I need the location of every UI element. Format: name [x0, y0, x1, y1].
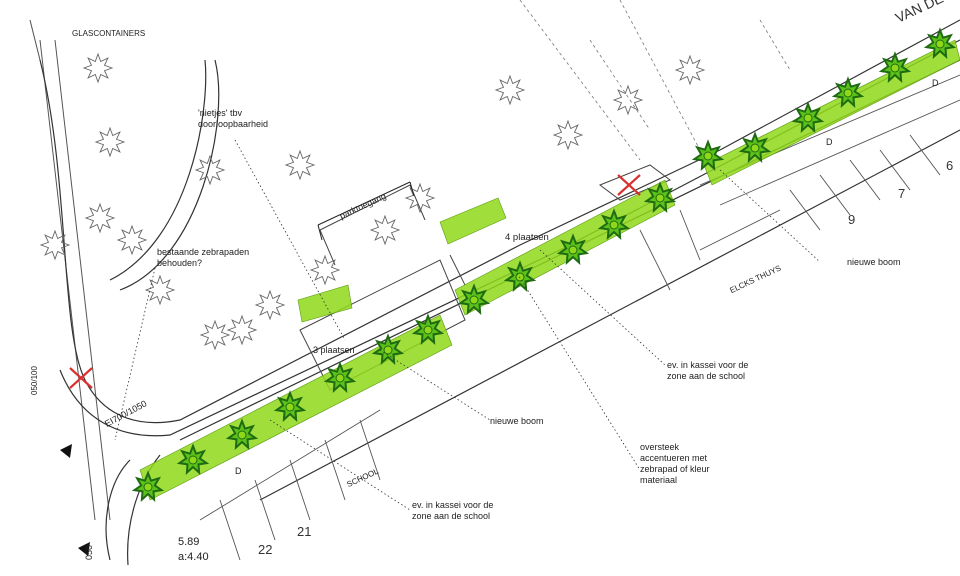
- existing-tree: [39, 229, 71, 261]
- existing-tree: [494, 74, 526, 106]
- existing-tree: [94, 126, 126, 158]
- label-number-6: 6: [946, 158, 954, 173]
- new-tree-center: [655, 193, 665, 203]
- new-tree-center: [609, 220, 619, 230]
- label-nieuwe-boom-right: nieuwe boom: [847, 257, 901, 267]
- new-tree-center: [143, 482, 153, 492]
- existing-tree: [309, 254, 341, 286]
- label-nieuwe-boom-center: nieuwe boom: [490, 416, 544, 426]
- existing-tree: [612, 84, 644, 116]
- parking-bays: [639, 74, 960, 291]
- label-zebrapaden: bestaande zebrapaden behouden?: [157, 247, 250, 268]
- label-code-left: 050/100: [30, 366, 39, 395]
- label-d-1: D: [235, 466, 242, 476]
- existing-tree: [369, 214, 401, 246]
- existing-tree: [144, 274, 176, 306]
- existing-tree: [84, 202, 116, 234]
- leader-lines: [114, 139, 821, 511]
- label-kassei-bottom: ev. in kassei voor de zone aan de school: [412, 500, 494, 521]
- existing-tree: [284, 149, 316, 181]
- new-tree-center: [188, 455, 198, 465]
- new-tree-center: [237, 430, 247, 440]
- label-nietjes: 'nietjes' tbv doorloopbaarheid: [198, 108, 269, 129]
- label-code-bottom: 050: [84, 544, 94, 560]
- direction-arrows: [60, 444, 90, 556]
- tree-markers: [131, 27, 957, 503]
- existing-tree: [404, 182, 436, 214]
- existing-tree: [194, 154, 226, 186]
- new-tree-center: [803, 113, 813, 123]
- new-tree-center: [568, 245, 578, 255]
- existing-tree: [82, 52, 114, 84]
- existing-tree: [552, 119, 584, 151]
- new-tree-center: [890, 63, 900, 73]
- new-tree-center: [423, 325, 433, 335]
- label-measure-1: 5.89: [178, 536, 200, 548]
- new-tree-center: [750, 143, 760, 153]
- school-parking: [199, 409, 381, 561]
- new-tree-center: [515, 272, 525, 282]
- label-3-plaatsen: 3 plaatsen: [313, 345, 355, 355]
- new-tree-center: [383, 345, 393, 355]
- parktoegang-bracket: [317, 181, 415, 241]
- label-number-22: 22: [258, 542, 273, 557]
- label-number-21: 21: [297, 524, 312, 539]
- existing-trees: [39, 52, 706, 351]
- plaza-outline: [299, 164, 672, 391]
- label-glascontainers: GLASCONTAINERS: [72, 29, 146, 38]
- removal-crosses: [69, 174, 641, 389]
- existing-tree: [674, 54, 706, 86]
- new-tree-center: [703, 151, 713, 161]
- existing-tree: [199, 319, 231, 351]
- label-measure-2: a:4.40: [178, 551, 209, 563]
- label-4-plaatsen: 4 plaatsen: [505, 232, 549, 243]
- reference-lines: [519, 0, 791, 161]
- existing-tree: [226, 314, 258, 346]
- existing-tree: [116, 224, 148, 256]
- new-tree-center: [285, 402, 295, 412]
- new-tree-center: [469, 295, 479, 305]
- label-d-3: D: [932, 78, 939, 88]
- existing-tree: [254, 289, 286, 321]
- label-number-9: 9: [848, 212, 856, 227]
- label-kassei-right: ev. in kassei voor de zone aan de school: [667, 360, 749, 381]
- label-number-7: 7: [898, 186, 906, 201]
- label-oversteek: oversteek accentueren met zebrapad of kl…: [640, 442, 710, 485]
- new-tree-center: [335, 373, 345, 383]
- new-tree-center: [843, 88, 853, 98]
- label-d-2: D: [826, 137, 833, 147]
- new-tree-center: [935, 39, 945, 49]
